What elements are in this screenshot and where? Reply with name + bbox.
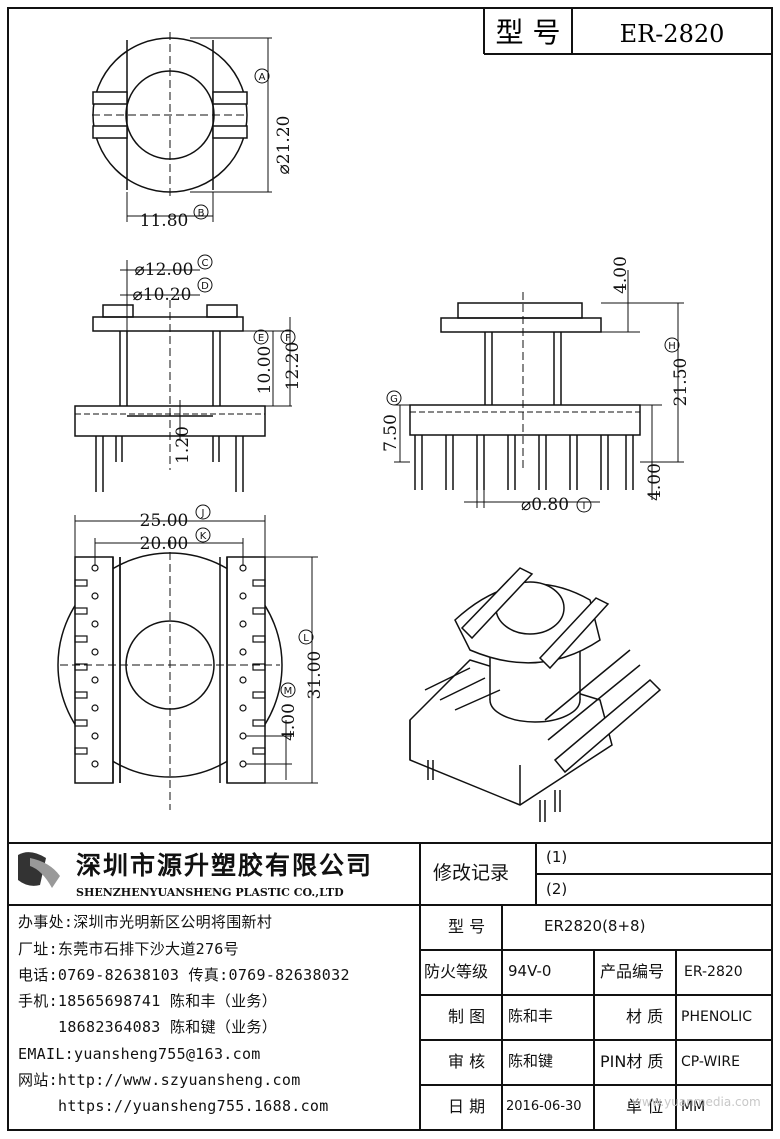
company-name-cn: 深圳市源升塑胶有限公司 (76, 851, 374, 880)
marker-i: I (583, 501, 586, 512)
marker-m: M (284, 686, 293, 697)
marker-g-circle (386, 390, 402, 406)
marker-h: H (668, 341, 676, 352)
marker-c-circle (197, 254, 213, 270)
checked-by-value: 陈和键 (508, 1052, 554, 1070)
model-value: ER2820(8+8) (544, 917, 646, 935)
marker-k: K (200, 531, 207, 542)
product-no-label: 产品编号 (600, 962, 665, 981)
marker-g: G (390, 394, 398, 405)
unit-value: MM (681, 1099, 706, 1115)
header-model-value: ER-2820 (620, 20, 725, 48)
dim-w-25: 25.00 (140, 511, 189, 531)
pin-material-value: CP-WIRE (681, 1054, 740, 1070)
drawn-by-label: 制 图 (448, 1007, 486, 1026)
dim-h-12: 12.20 (283, 342, 303, 391)
marker-m-circle (280, 682, 296, 698)
company-name-en: SHENZHENYUANSHENG PLASTIC CO.,LTD (76, 886, 344, 899)
revision-label: 修改记录 (433, 862, 510, 884)
fire-rating-label: 防火等级 (424, 962, 489, 981)
dim-right-4-top: 4.00 (611, 256, 631, 294)
dim-h-10: 10.00 (255, 346, 275, 395)
marker-e: E (258, 333, 264, 344)
marker-b: B (198, 208, 205, 219)
marker-d: D (201, 281, 209, 292)
website-1[interactable]: 网站:http://www.szyuansheng.com (18, 1071, 301, 1089)
model-label: 型 号 (448, 917, 486, 936)
revision-1: (1) (546, 848, 568, 866)
dim-dia-12: ⌀12.00 (135, 260, 194, 280)
unit-label: 单 位 (626, 1097, 664, 1116)
top-view (92, 32, 272, 222)
email-address: EMAIL:yuansheng755@163.com (18, 1045, 261, 1063)
phone-fax: 电话:0769-82638103 传真:0769-82638032 (18, 966, 350, 984)
mobile-1: 手机:18565698741 陈和丰（业务） (18, 992, 278, 1010)
header-model-label: 型 号 (496, 16, 561, 49)
dim-right-7-5: 7.50 (381, 414, 401, 452)
marker-i-circle (576, 497, 592, 513)
marker-l: L (303, 633, 309, 644)
title-block (8, 842, 772, 1130)
marker-a: A (259, 72, 266, 83)
dim-top-diameter: ⌀21.20 (274, 116, 294, 175)
product-no-value: ER-2820 (684, 964, 743, 980)
drawn-by-value: 陈和丰 (508, 1007, 554, 1025)
marker-f-circle (280, 329, 296, 345)
dim-h-1-2: 1.20 (173, 426, 193, 464)
company-logo (18, 852, 60, 888)
bottom-view (57, 515, 318, 810)
dim-right-21-5: 21.50 (671, 358, 691, 407)
marker-a-circle (254, 68, 270, 84)
dim-w-20: 20.00 (140, 534, 189, 554)
front-view (74, 260, 292, 492)
watermark: www.yuanmedia.com (632, 1095, 761, 1109)
material-value: PHENOLIC (681, 1009, 753, 1025)
marker-d-circle (197, 277, 213, 293)
website-2[interactable]: https://yuansheng755.1688.com (58, 1097, 329, 1115)
material-label: 材 质 (626, 1007, 664, 1026)
dim-pitch-4: 4.00 (279, 703, 299, 741)
marker-l-circle (298, 629, 314, 645)
marker-h-circle (664, 337, 680, 353)
isometric-view (409, 567, 662, 822)
side-view (394, 270, 684, 508)
sheet-border (7, 7, 773, 1131)
marker-k-circle (195, 527, 211, 543)
pin-material-label: PIN材 质 (600, 1052, 664, 1071)
date-value: 2016-06-30 (506, 1099, 582, 1114)
dim-l-31: 31.00 (305, 651, 325, 700)
header-box (483, 8, 772, 55)
marker-f: F (285, 333, 291, 344)
revision-2: (2) (546, 880, 568, 898)
factory-address: 厂址:东莞市石排下沙大道276号 (18, 940, 239, 958)
office-address: 办事处:深圳市光明新区公明将围新村 (18, 913, 273, 931)
mobile-2: 18682364083 陈和键（业务） (58, 1018, 278, 1036)
dim-right-4-bottom: 4.00 (645, 463, 665, 501)
dim-pin-dia: ⌀0.80 (521, 495, 569, 515)
marker-e-circle (253, 329, 269, 345)
checked-by-label: 审 核 (448, 1052, 486, 1071)
marker-j-circle (195, 504, 211, 520)
marker-b-circle (193, 204, 209, 220)
date-label: 日 期 (448, 1097, 486, 1116)
dim-dia-10: ⌀10.20 (133, 285, 192, 305)
fire-rating-value: 94V-0 (508, 962, 552, 980)
marker-j: J (201, 508, 205, 519)
marker-c: C (202, 258, 209, 269)
dim-top-width: 11.80 (140, 211, 189, 231)
